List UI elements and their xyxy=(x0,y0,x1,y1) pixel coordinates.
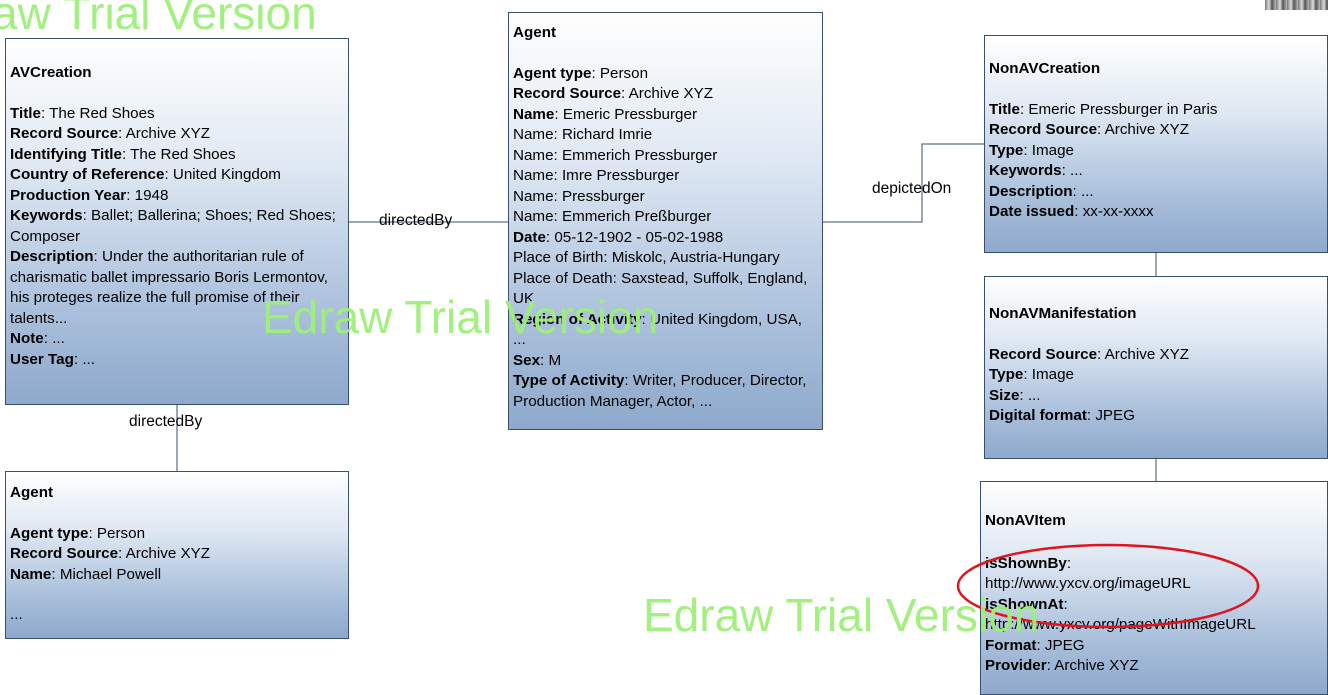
nonavcreation-node[interactable]: NonAVCreation Title: Emeric Pressburger … xyxy=(984,35,1328,253)
avcreation-keywords: Keywords: Ballet; Ballerina; Shoes; Red … xyxy=(10,207,336,245)
nonavitem-node[interactable]: NonAVItem isShownBy: http://www.yxcv.org… xyxy=(980,481,1328,695)
agent-sex: Sex: M xyxy=(513,351,562,369)
agent-powell-name: Name: Michael Powell xyxy=(10,565,162,583)
avcreation-note: Note: ... xyxy=(10,330,65,347)
nonavitem-isshownby-url[interactable]: http://www.yxcv.org/imageURL xyxy=(985,575,1191,592)
nonavitem-isshownat: isShownAt: xyxy=(985,595,1068,613)
agent-powell-node[interactable]: Agent Agent type: Person Record Source: … xyxy=(5,471,349,639)
nonavitem-isshownby: isShownBy: xyxy=(985,554,1072,572)
agent-place-of-death: Place of Death: Saxstead, Suffolk, Engla… xyxy=(513,269,808,308)
agent-powell-type: Agent type: Person xyxy=(10,524,146,542)
nonavcreation-record-source: Record Source: Archive XYZ xyxy=(989,121,1190,138)
agent-title: Agent xyxy=(513,24,557,41)
avcreation-attribute-row: Country of Reference: United Kingdom xyxy=(10,166,281,183)
agent-type: Agent type: Person xyxy=(513,64,649,82)
nonavcreation-type: Type: Image xyxy=(989,141,1074,159)
nonavmanifestation-record-source: Record Source: Archive XYZ xyxy=(989,345,1190,363)
agent-place-of-birth: Place of Birth: Miskolc, Austria-Hungary xyxy=(513,249,780,266)
edge-label-directedby-1: directedBy xyxy=(379,212,453,229)
avcreation-description: Description: Under the authoritarian rul… xyxy=(10,248,328,327)
nonavcreation-title-attr: Title: Emeric Pressburger in Paris xyxy=(989,100,1218,118)
nonavcreation-title: NonAVCreation xyxy=(989,60,1101,77)
nonavmanifestation-type: Type: Image xyxy=(989,366,1074,383)
edge-label-directedby-2: directedBy xyxy=(129,413,203,430)
agent-powell-ellipsis: ... xyxy=(10,606,23,623)
agent-alt-name: Name: Imre Pressburger xyxy=(513,167,680,184)
nonavcreation-date-issued: Date issued: xx-xx-xxxx xyxy=(989,203,1154,220)
avcreation-attribute-row: Identifying Title: The Red Shoes xyxy=(10,145,236,163)
edge-agent-nonavcreation xyxy=(823,143,984,223)
agent-date: Date: 05-12-1902 - 05-02-1988 xyxy=(513,228,724,246)
agent-region: Region of Activity: United Kingdom, USA,… xyxy=(513,310,802,349)
nonavcreation-description: Description: ... xyxy=(989,182,1094,200)
agent-pressburger-node[interactable]: Agent Agent type: Person Record Source: … xyxy=(508,12,823,430)
nonavitem-isshownat-url[interactable]: http://www.yxcv.org/pageWithImageURL xyxy=(985,616,1256,633)
agent-powell-record-source: Record Source: Archive XYZ xyxy=(10,545,211,562)
nonavitem-provider: Provider: Archive XYZ xyxy=(985,657,1139,674)
nonavmanifestation-title: NonAVManifestation xyxy=(989,305,1137,322)
agent-alt-name: Name: Emmerich Preßburger xyxy=(513,208,712,225)
nonavcreation-keywords: Keywords: ... xyxy=(989,162,1083,179)
avcreation-title: AVCreation xyxy=(10,64,92,81)
agent-alt-name: Name: Pressburger xyxy=(513,187,645,205)
nonavitem-title: NonAVItem xyxy=(985,512,1066,529)
nonavmanifestation-node[interactable]: NonAVManifestation Record Source: Archiv… xyxy=(984,276,1328,459)
agent-powell-title: Agent xyxy=(10,484,54,501)
edge-label-depictedon: depictedOn xyxy=(872,180,952,197)
agent-alt-name: Name: Emmerich Pressburger xyxy=(513,146,718,164)
avcreation-usertag: User Tag: ... xyxy=(10,350,95,368)
avcreation-attribute-row: Title: The Red Shoes xyxy=(10,104,155,122)
agent-record-source: Record Source: Archive XYZ xyxy=(513,85,714,102)
agent-name: Name: Emeric Pressburger xyxy=(513,105,698,123)
nonavmanifestation-size: Size: ... xyxy=(989,386,1041,404)
avcreation-attribute-row: Production Year: 1948 xyxy=(10,186,169,204)
avcreation-attribute-row: Record Source: Archive XYZ xyxy=(10,125,211,142)
agent-alt-name: Name: Richard Imrie xyxy=(513,126,653,143)
nonavitem-format: Format: JPEG xyxy=(985,636,1085,654)
nonavmanifestation-format: Digital format: JPEG xyxy=(989,407,1135,424)
corner-thumbnail-image xyxy=(1265,0,1328,10)
agent-activity: Type of Activity: Writer, Producer, Dire… xyxy=(513,372,807,410)
